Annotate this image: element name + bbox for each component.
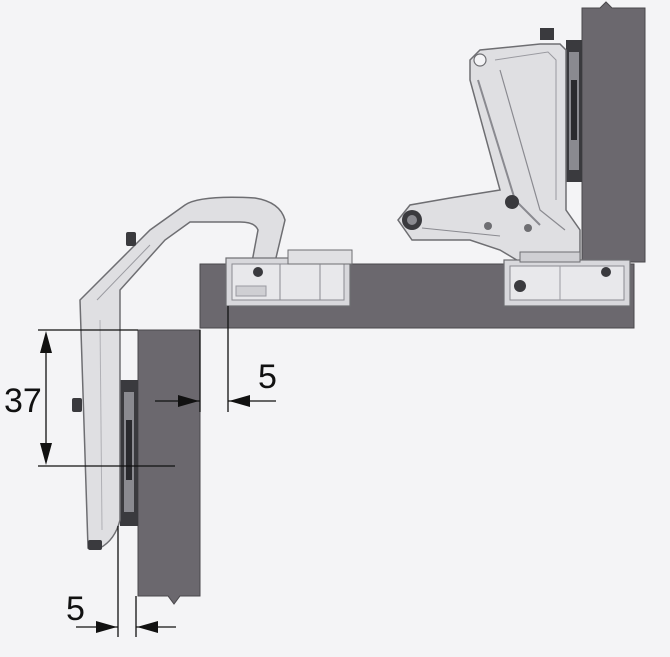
- door-panel-lower-left: [137, 329, 201, 605]
- right-hinge-body: [397, 28, 581, 263]
- dimension-37-arrow-top: [40, 331, 52, 353]
- left-mounting-plate: [225, 249, 353, 307]
- dimension-5-lower-arrow-right: [137, 621, 158, 633]
- dimension-37-arrow-bottom: [40, 443, 52, 465]
- right-mounting-plate: [503, 251, 631, 307]
- dimension-5-upper-arrow-left: [178, 395, 199, 407]
- dimension-5-upper-arrow-right: [229, 395, 250, 407]
- dimension-37: [38, 329, 175, 467]
- dimension-5-upper-label: 5: [258, 358, 277, 396]
- dimension-5-lower-label: 5: [66, 590, 85, 628]
- dimension-37-label: 37: [4, 382, 42, 420]
- dimension-5-lower-arrow-left: [96, 621, 117, 633]
- door-panel-upper-right: [581, 1, 646, 263]
